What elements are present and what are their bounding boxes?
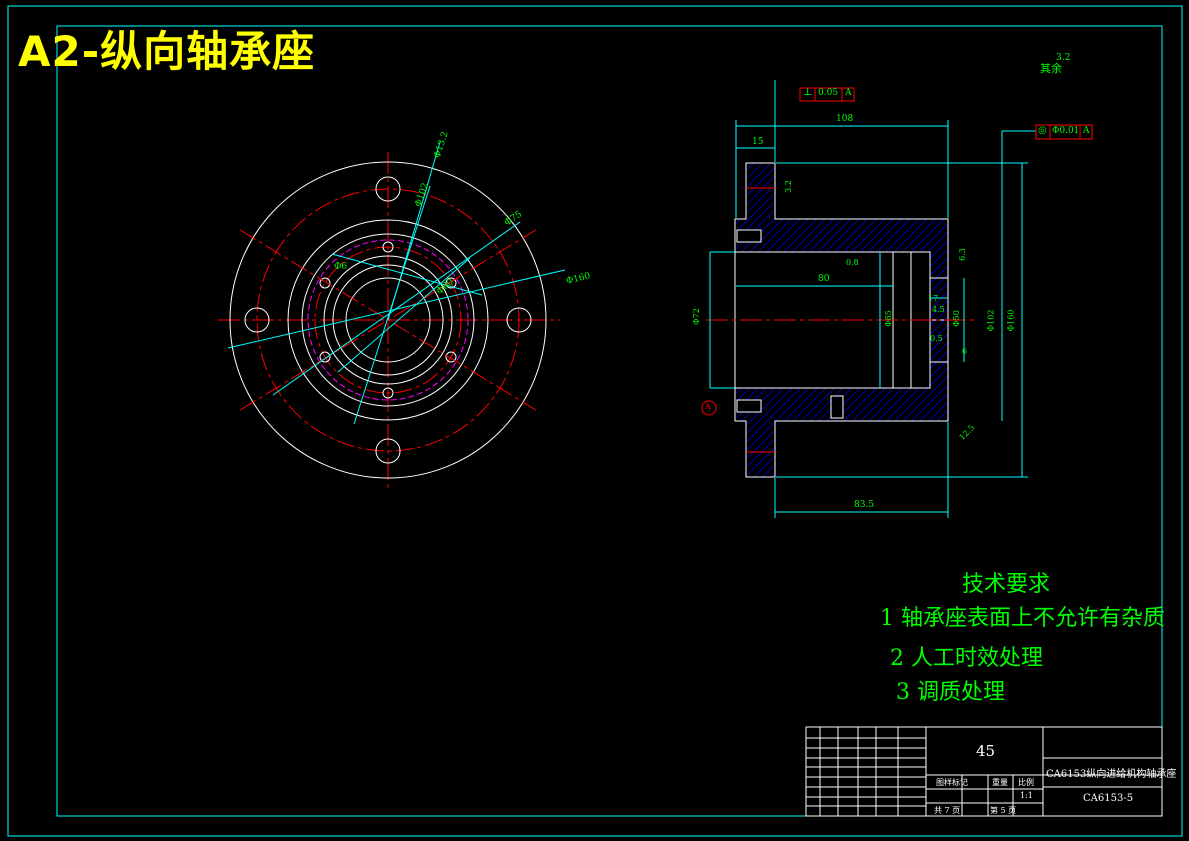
sheet-title: A2-纵向轴承座 (18, 27, 316, 76)
roughness-corner-label: 其余 (1040, 62, 1062, 75)
datum-a-label: A (705, 402, 711, 411)
outer-frame (7, 5, 1183, 837)
dim-80: 80 (818, 274, 830, 284)
tech-req-item-2: 2 人工时效处理 (890, 646, 1043, 671)
tol1-symbol: ⊥ (803, 87, 813, 98)
rough-6-3: 6.3 (957, 248, 967, 261)
tol2-datum: A (1083, 126, 1090, 136)
dim-phi85: Φ85 (883, 310, 893, 327)
section-view (701, 80, 1093, 518)
tol2-symbol: ◎ (1038, 125, 1047, 136)
face-view (218, 141, 566, 490)
dim-108: 108 (836, 114, 854, 124)
tb-material: 45 (976, 742, 996, 760)
tol1-datum: A (845, 88, 852, 98)
tol2-value: Φ0.01 (1052, 126, 1080, 136)
dim-phi50: Φ50 (951, 310, 961, 327)
roughness-corner-value: 3.2 (1056, 53, 1071, 63)
tb-sheets: 共 7 页 (934, 806, 961, 815)
dim-17: 17 (928, 294, 939, 303)
dim-phi72: Φ72 (691, 308, 701, 325)
tb-label-scale: 比例 (1018, 778, 1034, 787)
dim-6: 6 (962, 347, 968, 356)
tech-req-title: 技术要求 (962, 572, 1051, 597)
tol1-value: 0.05 (818, 88, 839, 98)
dim-15: 15 (752, 137, 764, 147)
tech-req-item-3: 3 调质处理 (896, 680, 1005, 705)
tech-req-item-1: 1 轴承座表面上不允许有杂质 (880, 606, 1165, 631)
dim-phi160: Φ160 (1006, 309, 1016, 332)
dim-83-5: 83.5 (854, 500, 875, 510)
dim-phi6: Φ6 (334, 262, 348, 272)
title-block (805, 726, 1163, 817)
rough-3-2: 3.2 (783, 180, 793, 193)
tb-label-mark: 图样标记 (936, 778, 968, 787)
dim-0-5: 0.5 (930, 334, 943, 343)
tb-name: CA6153纵向进给机构轴承座 (1046, 769, 1177, 780)
tb-code: CA6153-5 (1083, 793, 1134, 804)
rough-0-8: 0.8 (846, 258, 859, 267)
inner-frame (56, 25, 1163, 817)
tb-sheet-no: 第 5 页 (990, 806, 1017, 815)
tb-scale: 1:1 (1020, 791, 1033, 800)
tb-label-weight: 重量 (992, 778, 1008, 787)
dim-phi102: Φ102 (986, 309, 996, 332)
dim-4-5: 4.5 (932, 305, 945, 314)
